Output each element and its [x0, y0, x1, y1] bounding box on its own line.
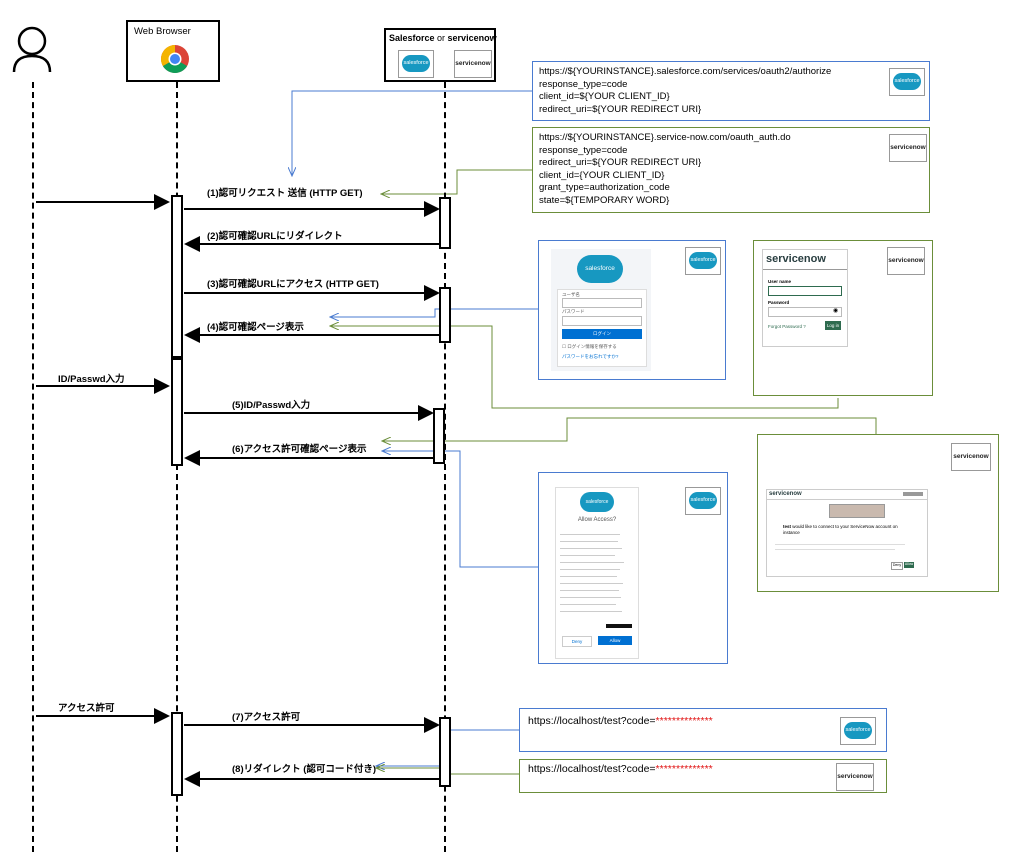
connector-sn-login — [330, 326, 839, 409]
server-participant: Salesforce or servicenow salesforce serv… — [384, 28, 497, 82]
sn-forgot-link[interactable]: Forgot Password ? — [768, 324, 806, 329]
user-actor-icon — [12, 26, 52, 73]
connector-sf-allow — [382, 451, 538, 568]
browser-label: Web Browser — [134, 26, 191, 37]
servicenow-login-screenshot: servicenow User name Password ◉ Forgot P… — [753, 240, 933, 396]
servicenow-logo-icon: servicenow — [836, 763, 874, 791]
salesforce-logo-icon: salesforce — [889, 68, 925, 96]
salesforce-allow-screenshot: salesforce salesforce Allow Access? Deny… — [538, 472, 728, 664]
server-label-servicenow: servicenow — [447, 33, 497, 43]
sf-username-label: ユーザ名 — [562, 292, 580, 297]
user-lifeline — [32, 82, 34, 852]
server-lifeline — [444, 82, 446, 852]
sf-remember-checkbox[interactable]: ☐ ログイン情報を保存する — [562, 344, 617, 349]
sf-username-input[interactable] — [562, 298, 642, 308]
salesforce-login-screenshot: salesforce ユーザ名 パスワード ログイン ☐ ログイン情報を保存する… — [538, 240, 726, 380]
servicenow-logo-icon: servicenow — [454, 50, 492, 78]
salesforce-callback-box: https://localhost/test?code=************… — [519, 708, 887, 752]
salesforce-logo-icon: salesforce — [685, 487, 721, 515]
sn-deny-button[interactable]: Deny — [891, 562, 903, 570]
servicenow-logo-icon: servicenow — [889, 134, 927, 162]
browser-activation-1 — [171, 195, 183, 358]
salesforce-logo-icon: salesforce — [398, 50, 434, 78]
sf-allow-title: Allow Access? — [577, 517, 617, 523]
browser-activation-3 — [171, 712, 183, 796]
salesforce-logo-icon: salesforce — [577, 255, 623, 283]
server-activation-4 — [439, 717, 451, 787]
user-action-allow: アクセス許可 — [58, 703, 115, 714]
sn-password-label: Password — [768, 300, 790, 305]
sn-allow-banner — [829, 504, 885, 518]
server-label-or: or — [434, 33, 448, 43]
connector-sf-login — [330, 308, 538, 317]
message-6-label: (6)アクセス許可確認ページ表示 — [232, 444, 367, 455]
sf-deny-button[interactable]: Deny — [562, 636, 592, 647]
sn-allow-message: test would like to connect to your Servi… — [783, 524, 898, 535]
sn-username-input[interactable] — [768, 286, 842, 296]
eye-icon[interactable]: ◉ — [833, 308, 839, 314]
connector-sn-auth — [381, 169, 532, 194]
sf-permission-list — [560, 528, 632, 618]
sf-forgot-link[interactable]: パスワードをお忘れですか? — [562, 354, 619, 359]
browser-lifeline — [176, 82, 178, 852]
message-4-label: (4)認可確認ページ表示 — [207, 322, 304, 333]
sf-password-input[interactable] — [562, 316, 642, 326]
message-1-label: (1)認可リクエスト 送信 (HTTP GET) — [207, 188, 363, 199]
sn-username-label: User name — [768, 279, 792, 284]
chrome-icon — [161, 45, 189, 73]
server-activation-2 — [439, 287, 451, 343]
sf-password-label: パスワード — [562, 309, 585, 314]
message-7-label: (7)アクセス許可 — [232, 712, 301, 723]
sn-brand: servicenow — [766, 253, 826, 265]
server-label-salesforce: Salesforce — [389, 33, 435, 43]
servicenow-allow-screenshot: servicenow servicenow test would like to… — [757, 434, 999, 592]
message-5-label: (5)ID/Passwd入力 — [232, 400, 311, 411]
sn-allow-button[interactable]: Allow — [904, 562, 914, 568]
sf-allow-button[interactable]: Allow — [598, 636, 632, 645]
sn-login-button[interactable]: Log in — [825, 321, 841, 330]
message-8-label: (8)リダイレクト (認可コード付き) — [232, 764, 377, 775]
salesforce-logo-icon: salesforce — [580, 492, 614, 512]
servicenow-authorize-box: https://${YOURINSTANCE}.service-now.com/… — [532, 127, 930, 213]
sn-allow-brand: servicenow — [769, 491, 802, 497]
servicenow-logo-icon: servicenow — [887, 247, 925, 275]
salesforce-logo-icon: salesforce — [840, 717, 876, 745]
connector-sf-auth — [292, 90, 532, 176]
browser-activation-2 — [171, 358, 183, 466]
user-action-idpasswd: ID/Passwd入力 — [58, 374, 125, 385]
salesforce-authorize-box: https://${YOURINSTANCE}.salesforce.com/s… — [532, 61, 930, 121]
server-activation-1 — [439, 197, 451, 249]
sf-login-button[interactable]: ログイン — [562, 329, 642, 339]
servicenow-callback-box: https://localhost/test?code=************… — [519, 759, 887, 793]
connector-sn-allow — [382, 417, 877, 441]
servicenow-logo-icon: servicenow — [951, 443, 991, 471]
browser-participant: Web Browser — [126, 20, 220, 82]
salesforce-logo-icon: salesforce — [685, 247, 721, 275]
message-2-label: (2)認可確認URLにリダイレクト — [207, 231, 343, 242]
server-activation-3 — [433, 408, 445, 464]
message-3-label: (3)認可確認URLにアクセス (HTTP GET) — [207, 279, 379, 290]
sn-password-input[interactable] — [768, 307, 842, 317]
